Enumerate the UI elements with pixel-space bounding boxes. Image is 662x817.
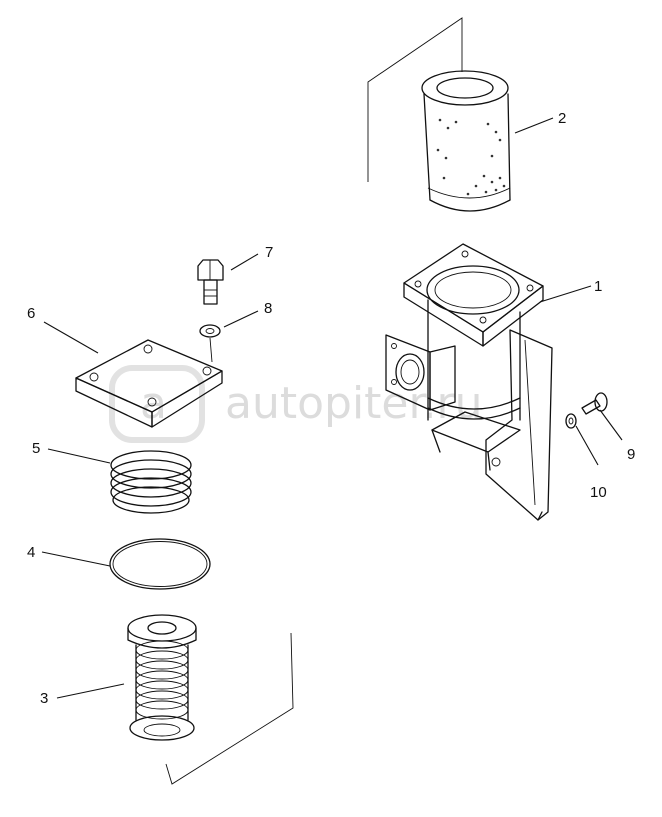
part-8-lock-washer — [199, 324, 221, 363]
part-7-bolt — [197, 259, 224, 305]
part-9-bolt — [581, 392, 608, 415]
part-2-filter-element — [367, 17, 511, 212]
callout-9: 9 — [627, 446, 635, 463]
callout-10: 10 — [590, 484, 607, 501]
part-5-spring — [110, 450, 192, 514]
callouts: 1 2 3 4 5 6 7 8 9 10 — [27, 110, 635, 707]
callout-4: 4 — [27, 544, 35, 561]
callout-8: 8 — [264, 300, 272, 317]
callout-3: 3 — [40, 690, 48, 707]
callout-6: 6 — [27, 305, 35, 322]
callout-2: 2 — [558, 110, 566, 127]
callout-5: 5 — [32, 440, 40, 457]
leader-lines — [41, 117, 623, 699]
part-3-strainer — [127, 614, 294, 785]
part-4-o-ring — [109, 538, 211, 590]
callout-1: 1 — [594, 278, 602, 295]
part-1-filter-housing — [385, 243, 553, 521]
part-6-cover-plate — [75, 339, 223, 428]
watermark: a autopiter.ru — [109, 365, 483, 443]
watermark-text: autopiter.ru — [225, 378, 483, 429]
watermark-logo-glyph: a — [140, 378, 167, 429]
callout-7: 7 — [265, 244, 273, 261]
part-10-washer — [565, 413, 577, 429]
